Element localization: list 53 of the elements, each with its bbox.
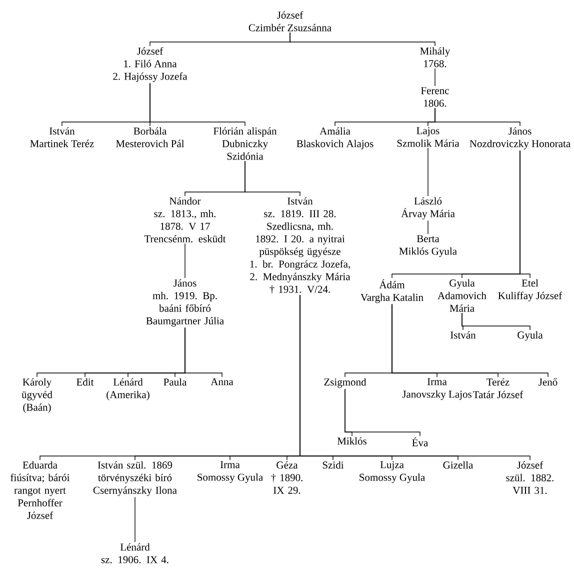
person-entry: Eduarda fiúsítva; bárói rangot nyert Pernhoffer József <box>10 461 70 519</box>
person-entry: Anna <box>210 378 234 386</box>
person-entry: Lénárd sz. 1906. IX 4. <box>101 543 168 564</box>
person-entry: János Nozdroviczky Honorata <box>470 127 570 150</box>
person-entry: Gizella <box>443 461 474 469</box>
family-line <box>344 388 420 436</box>
person-entry: Flórián alispán Dubniczky Szidónia <box>214 127 277 160</box>
family-line <box>244 160 300 196</box>
person-entry: Edit <box>76 378 94 386</box>
family-line <box>462 312 530 330</box>
family-line <box>290 32 436 46</box>
family-line <box>434 68 436 86</box>
person-entry: Lajos Szmolik Mária <box>397 127 460 147</box>
person-entry: Lénárd (Amerika) <box>106 378 150 400</box>
person-entry: József Czimbér Zsuzsánna <box>248 11 332 32</box>
person-entry: Mihály 1768. <box>420 47 450 68</box>
person-entry: József 1. Filó Anna 2. Hajóssy Jozefa <box>113 47 188 82</box>
person-entry: István <box>450 331 476 339</box>
person-entry: Ádám Vargha Katalin <box>360 279 424 304</box>
family-line <box>134 496 136 542</box>
person-entry: Paula <box>164 378 187 386</box>
family-line <box>392 304 548 378</box>
person-entry: Irma Janovszky Lajos <box>402 378 472 400</box>
person-entry: István sz. 1819. III 28. Szedlicsna, mh. 1892. I 20. a nyitrai püspökség ügyésze 1. br. Pongrácz Jozefa, 2. Mednyánszky Mária † 1931. V/24. <box>250 197 350 294</box>
person-entry: Károly ügyvéd (Baán) <box>22 378 52 413</box>
person-entry: Géza † 1890. IX 29. <box>271 461 302 494</box>
person-entry: József szül. 1882. VIII 31. <box>506 461 554 494</box>
person-entry: László Árvay Mária <box>401 197 455 220</box>
person-entry: Nándor sz. 1813., mh. 1878. V 17 Trencsénm. esküdt <box>144 197 226 242</box>
person-entry: Jenő <box>538 378 558 386</box>
person-entry: István Martinek Teréz <box>30 127 94 148</box>
person-entry: Etel Kuliffay József <box>498 279 562 302</box>
family-line <box>184 327 222 378</box>
person-entry: Amália Blaskovich Alajos <box>296 127 374 150</box>
person-entry: Szidi <box>322 461 344 469</box>
person-entry: Teréz Tatár József <box>473 378 524 398</box>
family-line <box>184 243 186 278</box>
person-entry: Lujza Somossy Gyula <box>360 461 425 484</box>
person-entry: Borbála Mesterovich Pál <box>116 127 184 148</box>
family-line <box>434 108 520 126</box>
person-entry: Ferenc 1806. <box>421 87 449 107</box>
person-entry: Éva <box>412 437 428 446</box>
person-entry: Gyula <box>518 331 543 341</box>
person-entry: Gyula Adamovich Mária <box>438 279 486 312</box>
person-entry: István szül. 1869 törvényszéki bíró Csernyánszky Ilona <box>93 461 177 496</box>
person-entry: Zsigmond <box>324 378 366 388</box>
person-entry: Berta Miklós Gyula <box>399 235 457 257</box>
person-entry: Irma Somossy Gyula <box>198 461 263 483</box>
person-entry: János mh. 1919. Bp. baáni főbíró Baumgartner Júlia <box>146 279 224 327</box>
family-line <box>300 294 530 460</box>
person-entry: Miklós <box>337 437 366 445</box>
family-line <box>520 150 530 278</box>
family-line <box>150 82 246 126</box>
